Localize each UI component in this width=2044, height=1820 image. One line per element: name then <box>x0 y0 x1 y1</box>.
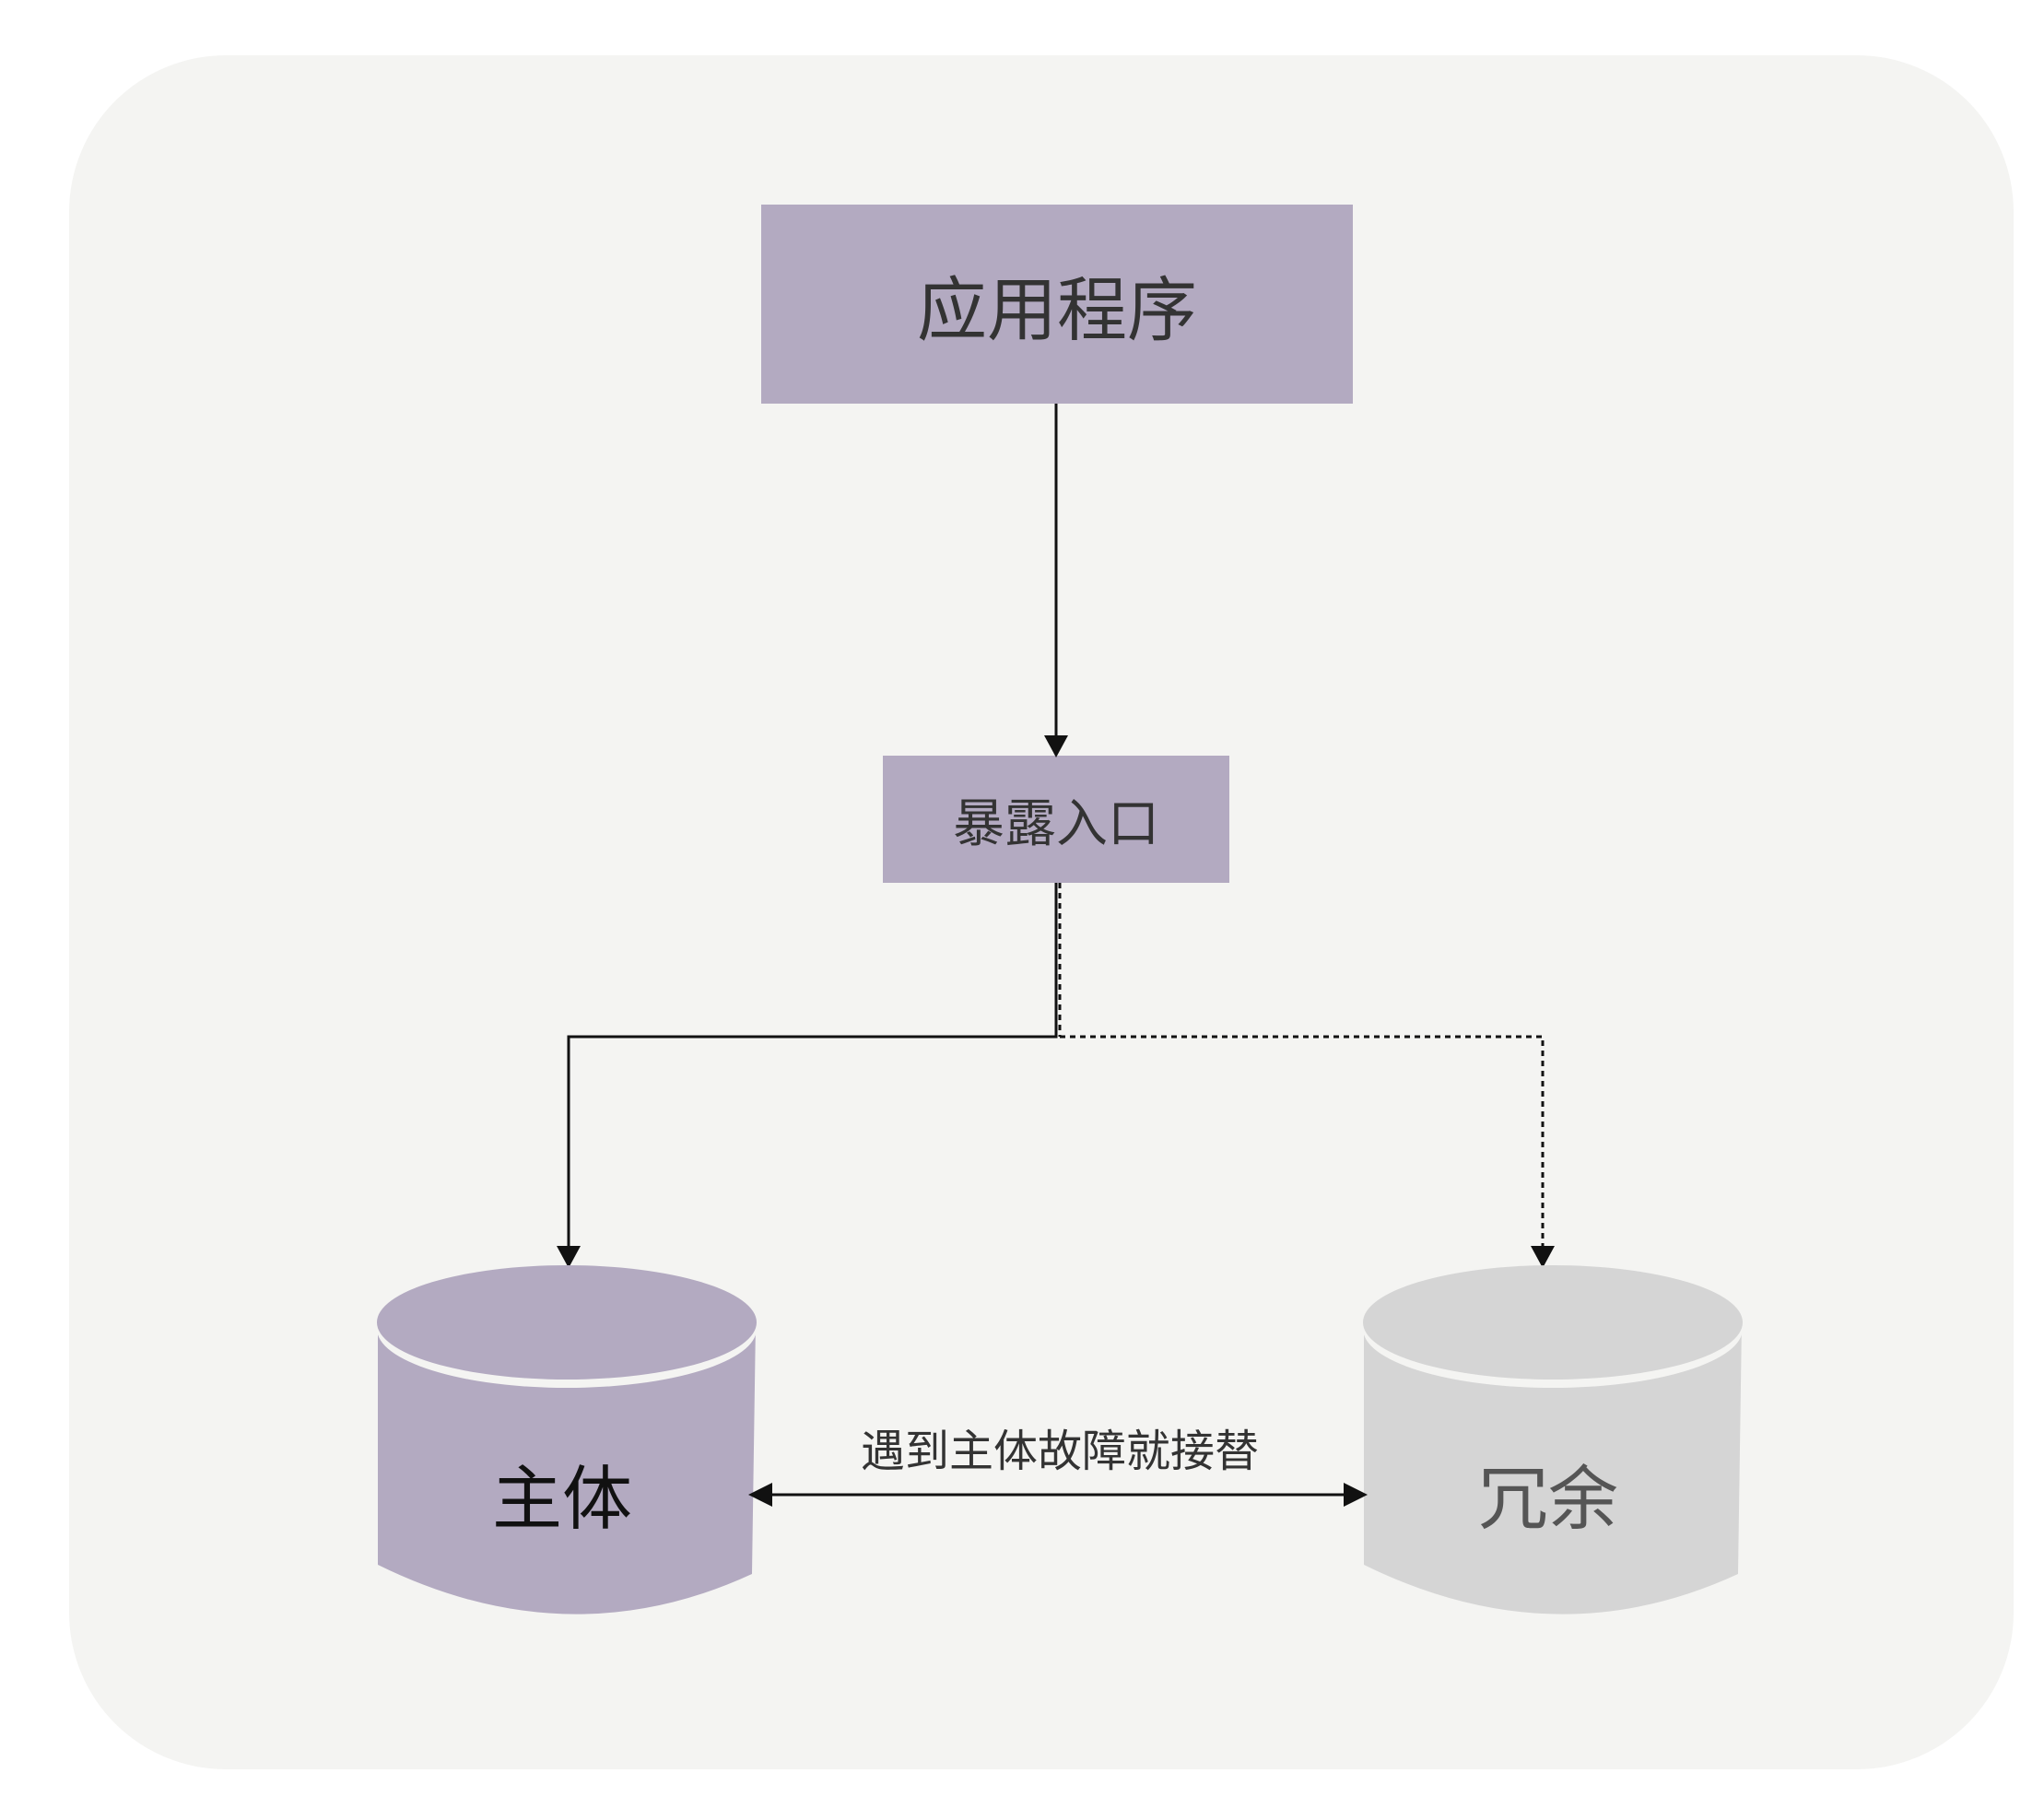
redundant-cylinder-body <box>1364 1322 1742 1615</box>
arrowhead-entry <box>1044 735 1068 757</box>
entry-label: 暴露入口 <box>953 793 1159 854</box>
arrowhead-failover-left <box>748 1483 772 1507</box>
primary-cylinder-top <box>377 1265 757 1380</box>
primary-cylinder <box>377 1265 757 1615</box>
edge-entry-to-primary <box>567 883 1058 1249</box>
arrowhead-primary <box>557 1246 581 1268</box>
redundant-cylinder-top <box>1363 1265 1743 1380</box>
redundant-label: 冗余 <box>1478 1458 1618 1540</box>
primary-label: 主体 <box>492 1458 632 1540</box>
failover-edge-label: 遇到主体故障就接替 <box>860 1426 1259 1477</box>
entry-box <box>883 756 1229 883</box>
app-box <box>761 205 1353 404</box>
app-label: 应用程序 <box>917 269 1197 351</box>
arrowhead-failover-right <box>1344 1483 1368 1507</box>
arrowhead-redundant <box>1531 1246 1555 1268</box>
redundant-cylinder <box>1363 1265 1743 1615</box>
primary-cylinder-body <box>378 1322 756 1615</box>
